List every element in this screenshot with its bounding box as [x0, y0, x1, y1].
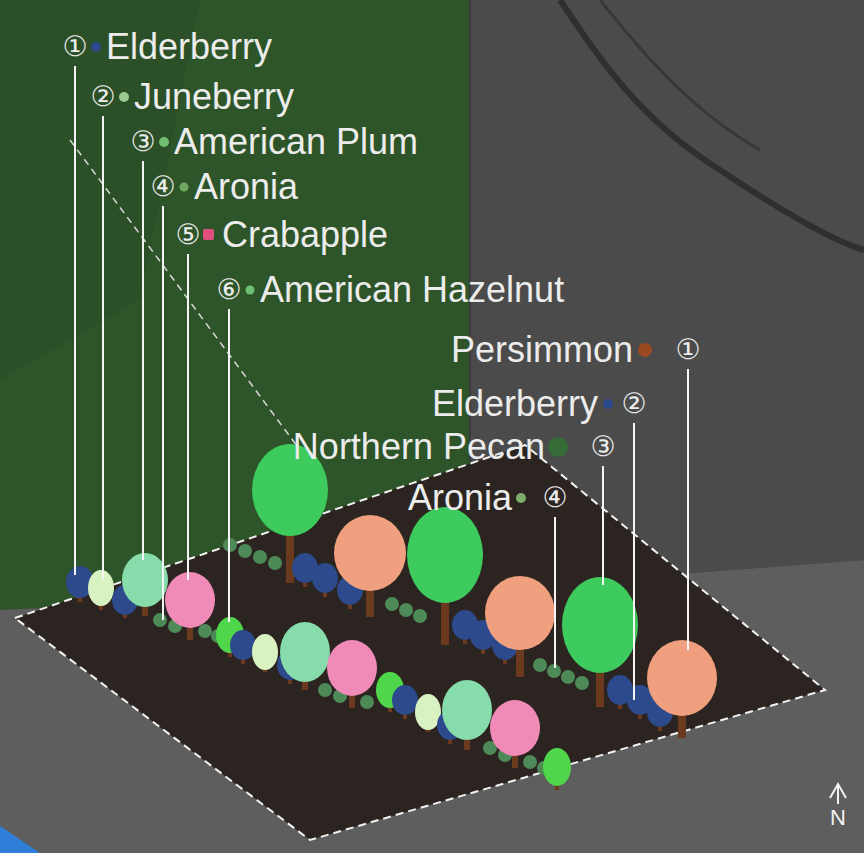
species-label: Northern Pecan — [293, 429, 545, 465]
species-label: Elderberry — [106, 29, 272, 65]
callout-number: ② — [621, 390, 646, 418]
species-label: Crabapple — [222, 217, 388, 253]
callout-number: ① — [62, 33, 87, 61]
species-label: American Hazelnut — [260, 272, 564, 308]
species-label: American Plum — [174, 124, 418, 160]
callout-number: ④ — [542, 484, 567, 512]
callout-number: ③ — [130, 128, 155, 156]
callout-number: ② — [90, 83, 115, 111]
callout-number: ① — [675, 336, 700, 364]
species-label: Juneberry — [134, 79, 294, 115]
species-label: Persimmon — [451, 332, 633, 368]
species-label: Elderberry — [432, 386, 598, 422]
callout-number: ④ — [150, 173, 175, 201]
north-label: N — [830, 807, 846, 829]
species-label: Aronia — [194, 169, 298, 205]
callout-number: ⑥ — [216, 276, 241, 304]
callout-number: ⑤ — [175, 221, 200, 249]
species-label: Aronia — [408, 480, 512, 516]
callout-number: ③ — [590, 433, 615, 461]
